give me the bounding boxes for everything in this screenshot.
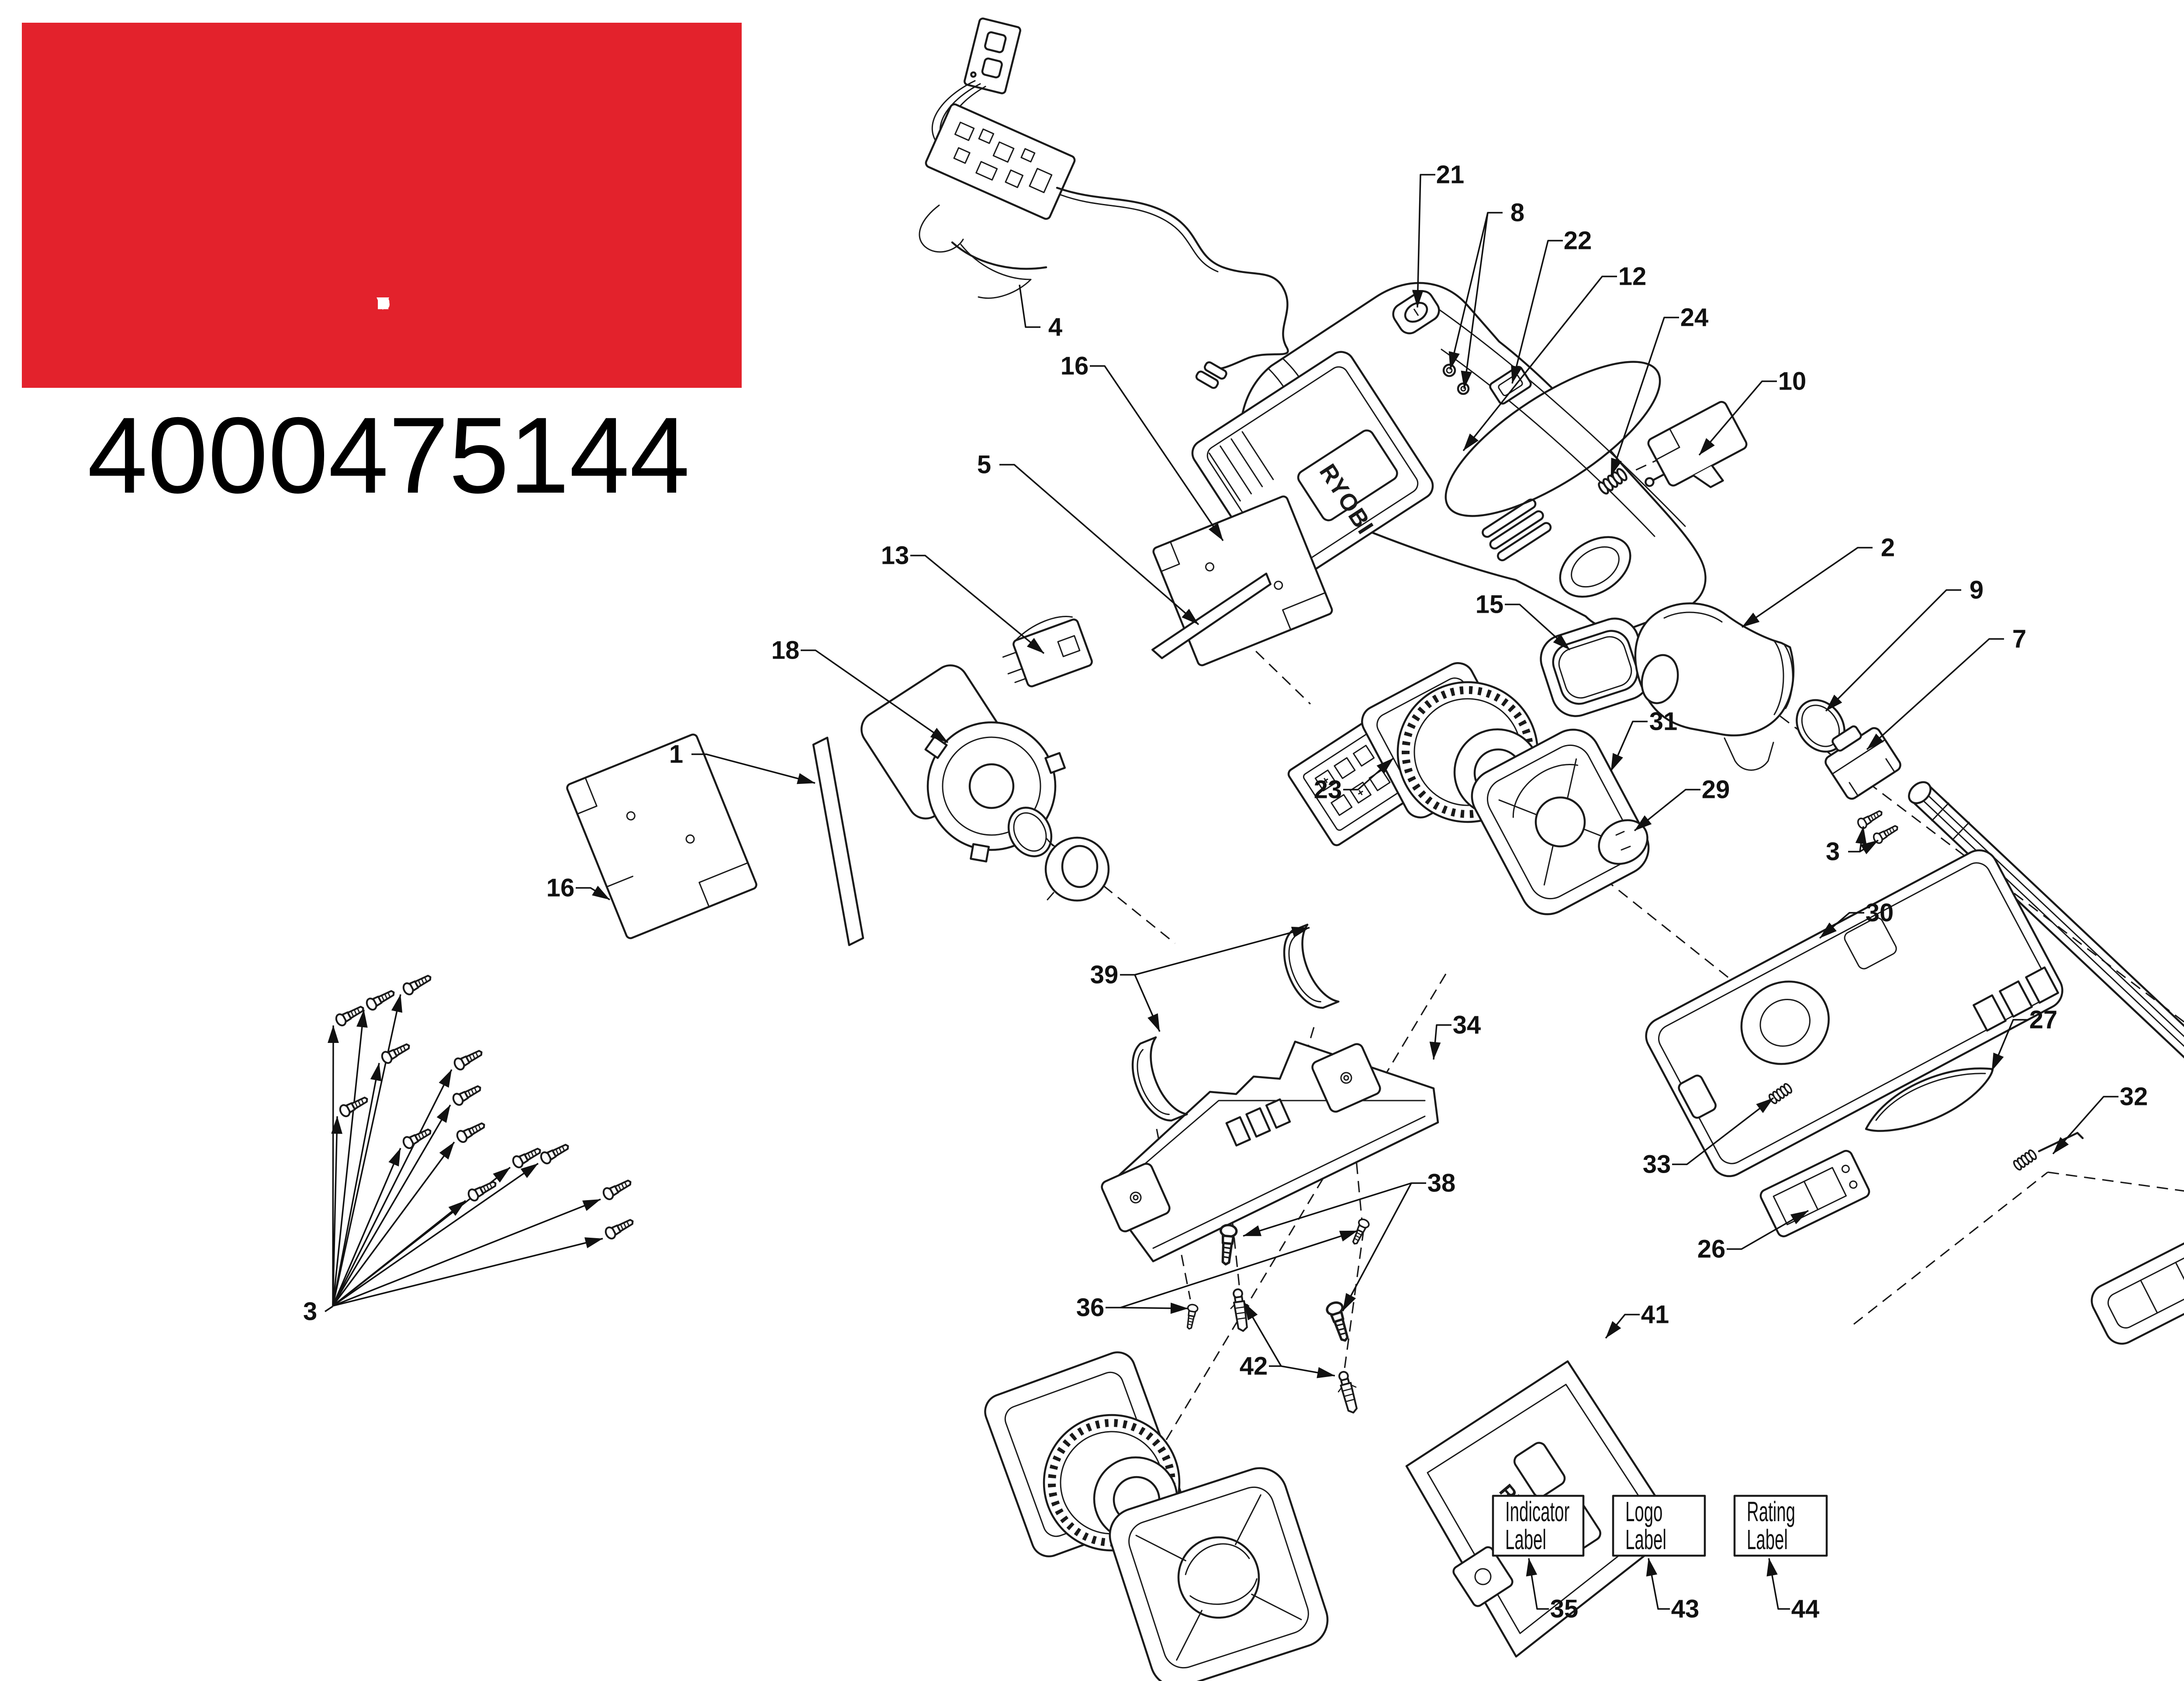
callout-label: 38	[1427, 1169, 1456, 1198]
label-boxes: Indicator Label Logo Label Rating Label	[1492, 1495, 1828, 1557]
indicator-label-box	[1492, 1495, 1585, 1557]
callout-label: 30	[1866, 899, 1894, 927]
indicator-label-line2: Label	[1505, 1524, 1546, 1556]
callout-label: 7	[2012, 625, 2026, 653]
trim-strip-drawing	[812, 736, 864, 946]
rating-label-box	[1733, 1495, 1828, 1557]
mounting-fasteners-drawing	[1183, 1217, 1371, 1415]
rating-label-line1: Rating	[1747, 1496, 1795, 1528]
callout-label: 43	[1671, 1595, 1700, 1623]
callout-label: 8	[1510, 199, 1524, 227]
callout-label: 9	[1970, 576, 1984, 604]
cover-25-drawing	[2091, 1213, 2184, 1345]
main-body-drawing: RYOBI	[1191, 282, 1707, 631]
indicator-label-line1: Indicator	[1505, 1496, 1569, 1528]
cyclone-plate-drawing	[1471, 728, 1650, 915]
callout-labels: 21 8 22 12 24 10 16 5 13 18 1 16 4 15 2 …	[303, 161, 2148, 1623]
callout-label: 36	[1076, 1294, 1105, 1322]
ryobi-logo-box	[22, 23, 742, 388]
callout-label: 2	[1881, 534, 1895, 562]
part-drawings: RYOBI	[328, 17, 2184, 1681]
logo-label-line2: Label	[1625, 1524, 1666, 1556]
callout-label: 21	[1436, 161, 1465, 189]
latch-10-drawing	[1597, 401, 1748, 513]
callout-label: 1	[669, 740, 683, 769]
callout-label: 12	[1618, 262, 1647, 291]
tray-26-drawing	[1759, 1149, 1870, 1238]
callout-label: 33	[1643, 1150, 1671, 1179]
fan-frame-drawing	[1109, 1467, 1329, 1681]
bracket-plate-16b-drawing	[566, 733, 757, 939]
part-number: 4000475144	[87, 394, 690, 516]
logo-label-line1: Logo	[1625, 1496, 1662, 1528]
callout-label: 34	[1453, 1011, 1481, 1039]
callout-label: 3	[1826, 838, 1840, 866]
callout-label: 3	[303, 1298, 317, 1326]
callout-label: 29	[1702, 776, 1730, 804]
callout-label: 5	[977, 451, 991, 479]
callout-label: 10	[1778, 367, 1807, 396]
callout-label: 32	[2120, 1083, 2148, 1111]
elbow-2-drawing	[1634, 602, 1795, 771]
callout-label: 41	[1641, 1301, 1669, 1329]
callout-label: 15	[1476, 590, 1504, 619]
logo-label-box	[1612, 1495, 1706, 1557]
callout-label: 18	[771, 636, 800, 665]
tube-clip-drawing	[1283, 923, 1340, 1009]
callout-label: 44	[1791, 1595, 1820, 1623]
power-button-drawing	[1392, 290, 1440, 335]
callout-label: 26	[1697, 1235, 1726, 1263]
oring-6-drawing	[1007, 807, 1053, 857]
wire-harness-drawing	[919, 17, 1289, 389]
callout-label: 39	[1090, 961, 1119, 989]
callout-label: 31	[1649, 708, 1678, 736]
callout-label: 27	[2029, 1006, 2058, 1034]
blade-27-drawing	[1865, 1067, 1994, 1132]
spring-pin-32-drawing	[2011, 1132, 2084, 1172]
callout-label: 13	[881, 542, 909, 570]
tube-clip-drawing	[1132, 1036, 1188, 1122]
callout-label: 24	[1680, 304, 1709, 332]
callout-label: 35	[1550, 1595, 1579, 1623]
switch-13-drawing	[1002, 616, 1093, 687]
screw-fan-drawing	[328, 972, 636, 1307]
rating-label-line2: Label	[1747, 1524, 1788, 1556]
brand-header: RYOBI 4000475144	[22, 23, 742, 516]
bracket-5-drawing	[1151, 573, 1272, 659]
callout-label: 16	[546, 874, 575, 902]
callout-label: 23	[1314, 776, 1342, 804]
callout-label: 22	[1564, 227, 1592, 255]
leader-lines	[325, 174, 2118, 1610]
callout-label: 16	[1061, 352, 1089, 380]
callout-label: 4	[1048, 313, 1062, 342]
dust-cup-drawing	[1645, 849, 2063, 1177]
callout-label: 42	[1240, 1352, 1268, 1381]
seal-11-drawing	[1044, 836, 1110, 902]
tool-bracket-34-drawing	[1101, 923, 1439, 1263]
